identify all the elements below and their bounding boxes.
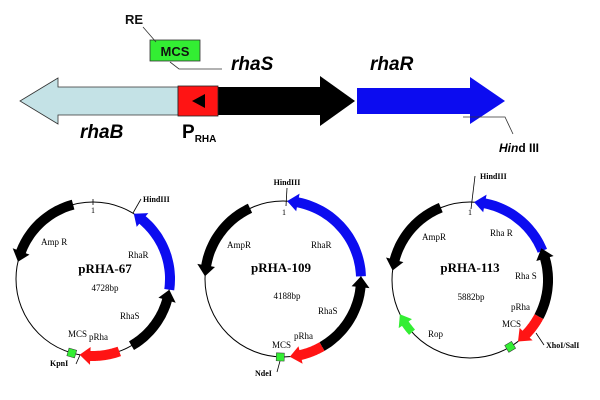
ndei-leader (276, 360, 281, 373)
rop-arc (398, 314, 415, 335)
origin-label: 1 (282, 208, 286, 217)
kpni-site-label: KpnI (50, 359, 68, 368)
re-leader (142, 26, 157, 43)
origin-label: 1 (468, 208, 472, 217)
hindiii-site-label: HindIII (480, 172, 507, 181)
promoter-direction-icon (192, 94, 205, 108)
ampr-arc (386, 203, 443, 271)
rhaS-label: rhaS (231, 54, 274, 75)
ampr-label: AmpR (422, 232, 446, 242)
mcs-box (149, 39, 201, 62)
prha-arc (289, 342, 325, 364)
hindiii-site-label: HindIII (274, 178, 301, 187)
rhar-label: RhaR (311, 240, 332, 250)
plasmid-size: 5882bp (458, 292, 486, 302)
ampr-label: AmpR (227, 240, 251, 250)
prha-arc (518, 314, 544, 342)
rop-label: Rop (428, 329, 444, 339)
rhar-label: RhaR (128, 250, 149, 260)
mcs-label: MCS (68, 329, 87, 339)
plasmid-size: 4188bp (274, 291, 302, 301)
prha-label: pRha (294, 331, 313, 341)
prha-label: pRha (89, 332, 108, 342)
ampr-label: Amp R (41, 237, 67, 247)
rhas-label: RhaS (120, 311, 140, 321)
rhar-label: Rha R (490, 228, 513, 238)
prha-arc (79, 346, 121, 365)
linear-gene-map: MCS RE rhaS rhaR rhaB PRHA Hind III (19, 12, 539, 155)
ndei-site-label: NdeI (255, 369, 272, 378)
plasmid-size: 4728bp (92, 283, 120, 293)
mcs-label: MCS (272, 340, 291, 350)
mcs-label: MCS (161, 44, 190, 59)
rhaR-arc (133, 213, 175, 291)
ampr-arc (197, 203, 253, 277)
mcs-leader (169, 61, 222, 70)
rhaB-label: rhaB (80, 122, 124, 143)
origin-tick (285, 187, 288, 207)
promoter-label: PRHA (182, 122, 216, 145)
origin-label: 1 (91, 206, 95, 215)
prha-label: pRha (511, 302, 530, 312)
ampr-arc (12, 199, 75, 262)
rhas-label: RhaS (318, 306, 338, 316)
rhaR-arrow (357, 77, 505, 124)
rhaS-arrow (218, 76, 355, 126)
hindiii-leader (132, 198, 142, 214)
rhaS-arc (129, 289, 176, 350)
re-label: RE (125, 12, 143, 27)
plasmid-name: pRHA-113 (440, 260, 500, 275)
rhas-label: Rha S (515, 271, 537, 281)
mcs-marker (275, 352, 285, 362)
plasmid-name: pRHA-109 (251, 260, 311, 275)
rhaR-arc (287, 193, 366, 277)
rhaS-arc (319, 276, 370, 351)
rhaR-arc (474, 194, 547, 253)
mcs-marker (66, 347, 78, 359)
kpni-leader (75, 354, 81, 365)
plasmid-pRHA-113: 1 pRHA-113 5882bp AmpR Rha R Rha S pRha … (386, 172, 579, 359)
plasmid-pRHA-109: 1 pRHA-109 4188bp AmpR RhaR RhaS pRha MC… (197, 178, 370, 378)
rhaR-label: rhaR (370, 54, 414, 75)
hindiii-site-label: HindIII (143, 195, 170, 204)
mcs-label: MCS (502, 319, 521, 329)
plasmid-name: pRHA-67 (78, 261, 132, 276)
hindiii-label: Hind III (499, 141, 539, 155)
xhoi-sali-site-label: XhoI/SalI (546, 341, 579, 350)
mcs-marker (504, 341, 517, 353)
xhoi-sali-leader (535, 332, 545, 346)
plasmid-pRHA-67: 1 pRHA-67 4728bp Amp R RhaR RhaS pRha MC… (12, 195, 176, 368)
origin-tick (470, 175, 476, 210)
rhaS-arc (534, 248, 554, 319)
rhaB-arrow (19, 77, 179, 125)
hindiii-leader (463, 116, 514, 135)
